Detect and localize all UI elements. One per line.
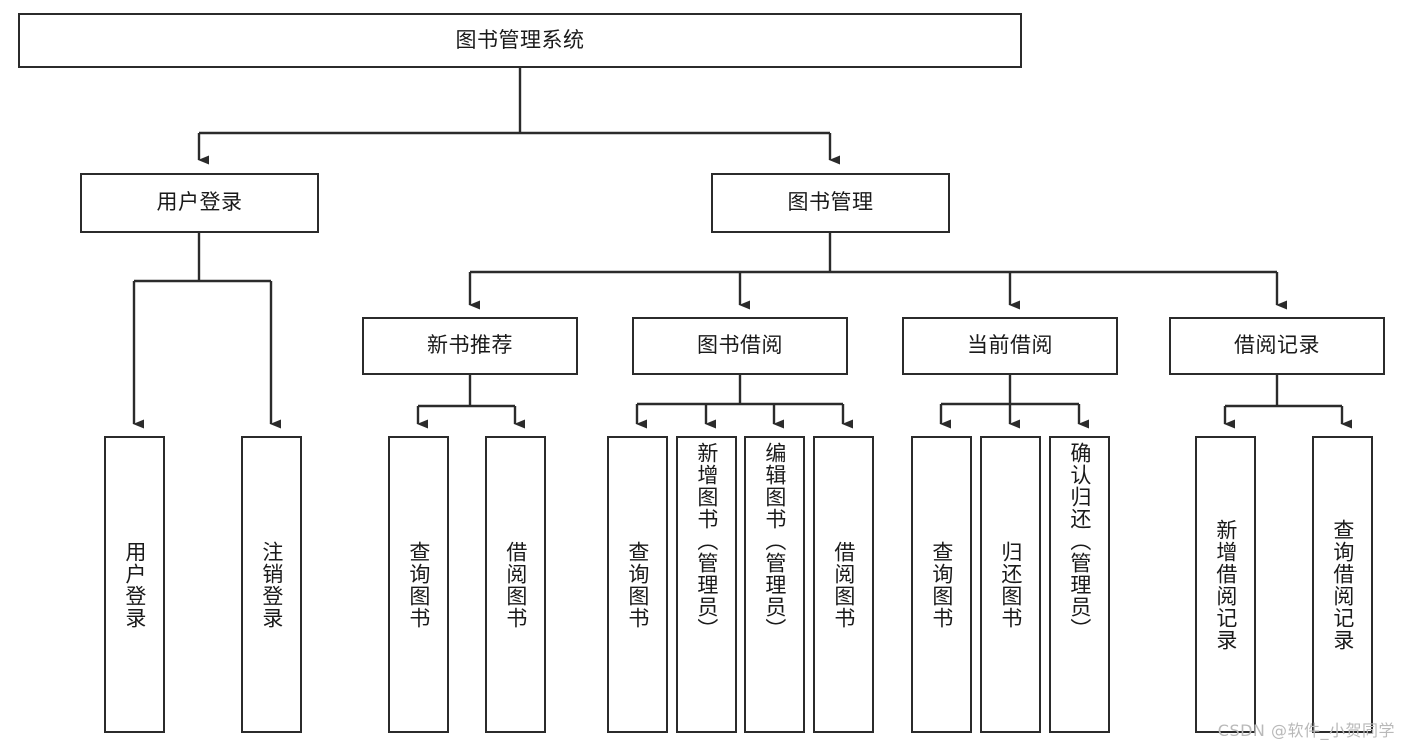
node-label: 借阅记录 xyxy=(1234,333,1320,358)
leaf-book-borrow-borrow-book[interactable]: 借阅图书 xyxy=(813,436,874,733)
node-label: 新增图书（管理员） xyxy=(694,442,719,640)
leaf-user-login-logout[interactable]: 注销登录 xyxy=(241,436,302,733)
leaf-new-book-borrow-book[interactable]: 借阅图书 xyxy=(485,436,546,733)
leaf-book-borrow-query-book[interactable]: 查询图书 xyxy=(607,436,668,733)
leaf-current-borrow-confirm-return-admin[interactable]: 确认归还（管理员） xyxy=(1049,436,1110,733)
leaf-new-book-query-book[interactable]: 查询图书 xyxy=(388,436,449,733)
leaf-book-borrow-edit-book-admin[interactable]: 编辑图书（管理员） xyxy=(744,436,805,733)
leaf-borrow-record-add-record[interactable]: 新增借阅记录 xyxy=(1195,436,1256,733)
node-label: 归还图书 xyxy=(998,540,1023,629)
node-new-book-recommend[interactable]: 新书推荐 xyxy=(362,317,578,375)
node-label: 查询图书 xyxy=(406,540,431,629)
node-current-borrow[interactable]: 当前借阅 xyxy=(902,317,1118,375)
watermark-text: CSDN @软件_小贺同学 xyxy=(1217,721,1395,740)
leaf-user-login-login[interactable]: 用户登录 xyxy=(104,436,165,733)
node-label: 注销登录 xyxy=(259,540,284,629)
node-label: 借阅图书 xyxy=(831,540,856,629)
leaf-current-borrow-return-book[interactable]: 归还图书 xyxy=(980,436,1041,733)
node-label: 用户登录 xyxy=(122,540,147,629)
node-label: 用户登录 xyxy=(156,190,243,215)
leaf-book-borrow-add-book-admin[interactable]: 新增图书（管理员） xyxy=(676,436,737,733)
node-label: 查询借阅记录 xyxy=(1330,518,1355,651)
node-label: 确认归还（管理员） xyxy=(1067,442,1092,640)
node-label: 查询图书 xyxy=(929,540,954,629)
node-label: 新增借阅记录 xyxy=(1213,518,1238,651)
node-label: 图书管理系统 xyxy=(455,27,585,52)
node-borrow-record[interactable]: 借阅记录 xyxy=(1169,317,1385,375)
node-label: 当前借阅 xyxy=(967,333,1053,358)
leaf-borrow-record-query-record[interactable]: 查询借阅记录 xyxy=(1312,436,1373,733)
node-label: 图书借阅 xyxy=(697,333,783,358)
node-book-management[interactable]: 图书管理 xyxy=(711,173,950,233)
node-label: 查询图书 xyxy=(625,540,650,629)
node-label: 图书管理 xyxy=(787,190,874,215)
node-label: 借阅图书 xyxy=(503,540,528,629)
node-book-borrow[interactable]: 图书借阅 xyxy=(632,317,848,375)
node-label: 编辑图书（管理员） xyxy=(762,442,787,640)
node-root-book-management-system[interactable]: 图书管理系统 xyxy=(18,13,1022,68)
node-label: 新书推荐 xyxy=(427,333,513,358)
node-user-login[interactable]: 用户登录 xyxy=(80,173,319,233)
leaf-current-borrow-query-book[interactable]: 查询图书 xyxy=(911,436,972,733)
